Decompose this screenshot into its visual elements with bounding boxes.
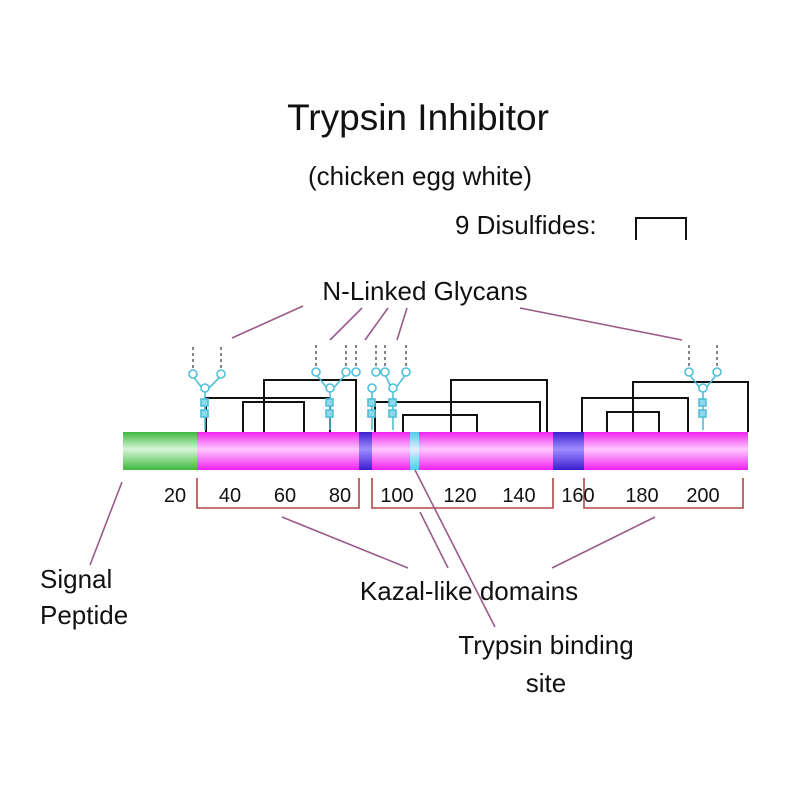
trypsin-binding-site-marker bbox=[410, 432, 419, 470]
annotation-leader-lines bbox=[89, 469, 656, 628]
kazal-domain-3-segment bbox=[584, 432, 748, 470]
residue-ticks: 20 40 60 80 100 120 140 160 180 200 bbox=[164, 485, 720, 507]
trypsin-binding-site-label: Trypsin binding bbox=[458, 630, 633, 660]
domain-brackets bbox=[196, 478, 744, 509]
kazal-domain-1-segment bbox=[197, 432, 359, 470]
linker-segment-1 bbox=[359, 432, 372, 470]
signal-peptide-label-line2: Peptide bbox=[40, 600, 128, 630]
glycan-2 bbox=[311, 344, 361, 430]
linker-segment-2 bbox=[553, 432, 584, 470]
trypsin-binding-site-label-line2: site bbox=[526, 668, 566, 698]
diagram-title: Trypsin Inhibitor bbox=[287, 97, 549, 138]
tick-label: 140 bbox=[502, 485, 535, 507]
glycan-4 bbox=[380, 344, 411, 430]
tick-label: 160 bbox=[561, 485, 594, 507]
glycans-label: N-Linked Glycans bbox=[322, 276, 527, 306]
glycan-1 bbox=[188, 344, 226, 430]
disulfide-legend-symbol bbox=[635, 217, 687, 240]
glycan-3 bbox=[367, 344, 381, 430]
disulfide-legend-label: 9 Disulfides: bbox=[455, 210, 597, 240]
glycan-trees bbox=[188, 344, 722, 430]
tick-label: 120 bbox=[443, 485, 476, 507]
tick-label: 100 bbox=[380, 485, 413, 507]
tick-label: 80 bbox=[329, 485, 351, 507]
tick-label: 60 bbox=[274, 485, 296, 507]
kazal-domains-label: Kazal-like domains bbox=[360, 576, 578, 606]
signal-peptide-label: Signal bbox=[40, 564, 112, 594]
diagram-subtitle: (chicken egg white) bbox=[308, 161, 532, 191]
tick-label: 40 bbox=[219, 485, 241, 507]
glycan-5 bbox=[684, 344, 722, 430]
disulfide-bonds bbox=[205, 379, 749, 432]
tick-label: 180 bbox=[625, 485, 658, 507]
tick-label: 200 bbox=[686, 485, 719, 507]
signal-peptide-segment bbox=[123, 432, 197, 470]
glycan-leader-lines bbox=[231, 305, 683, 341]
kazal-domain-2-segment bbox=[372, 432, 553, 470]
tick-label: 20 bbox=[164, 485, 186, 507]
protein-chain bbox=[123, 432, 748, 470]
